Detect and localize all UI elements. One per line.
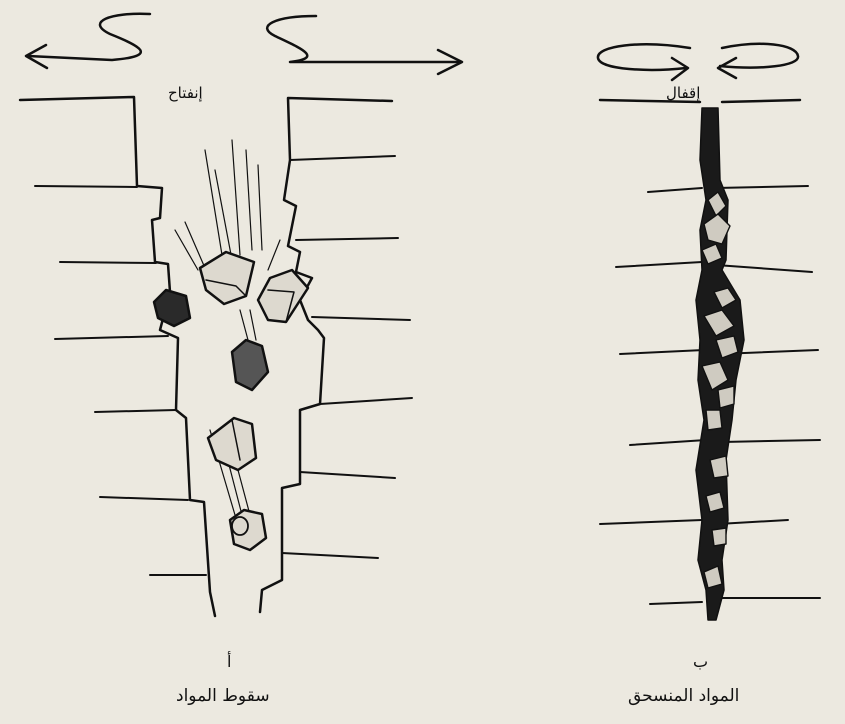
right-closing-curve <box>720 44 798 68</box>
closing-label: إقفال <box>666 84 700 102</box>
right-arrow-curve <box>267 16 460 62</box>
crushed-fault-zone <box>696 108 744 620</box>
opening-arrows <box>26 14 462 74</box>
opening-label: إنفتاح <box>168 84 203 102</box>
panel-b-caption: المواد المنسحق <box>628 686 739 706</box>
right-wall-bedding-lines <box>282 156 412 558</box>
closing-arrows <box>598 44 798 80</box>
left-arrow-curve <box>28 14 150 60</box>
rock-fragment-3 <box>154 290 190 326</box>
right-wall-outline <box>260 98 392 612</box>
panel-b-letter: ب <box>693 652 708 671</box>
left-wall-bedding-lines <box>35 186 206 575</box>
left-closing-curve <box>598 44 690 70</box>
rock-fragment-2 <box>258 270 308 322</box>
panel-a-letter: أ <box>227 652 231 671</box>
rock-fragment-5 <box>208 418 256 470</box>
left-wall-outline <box>20 97 215 616</box>
rock-fragment-4 <box>232 340 268 390</box>
panel-a-caption: سقوط المواد <box>176 686 270 706</box>
